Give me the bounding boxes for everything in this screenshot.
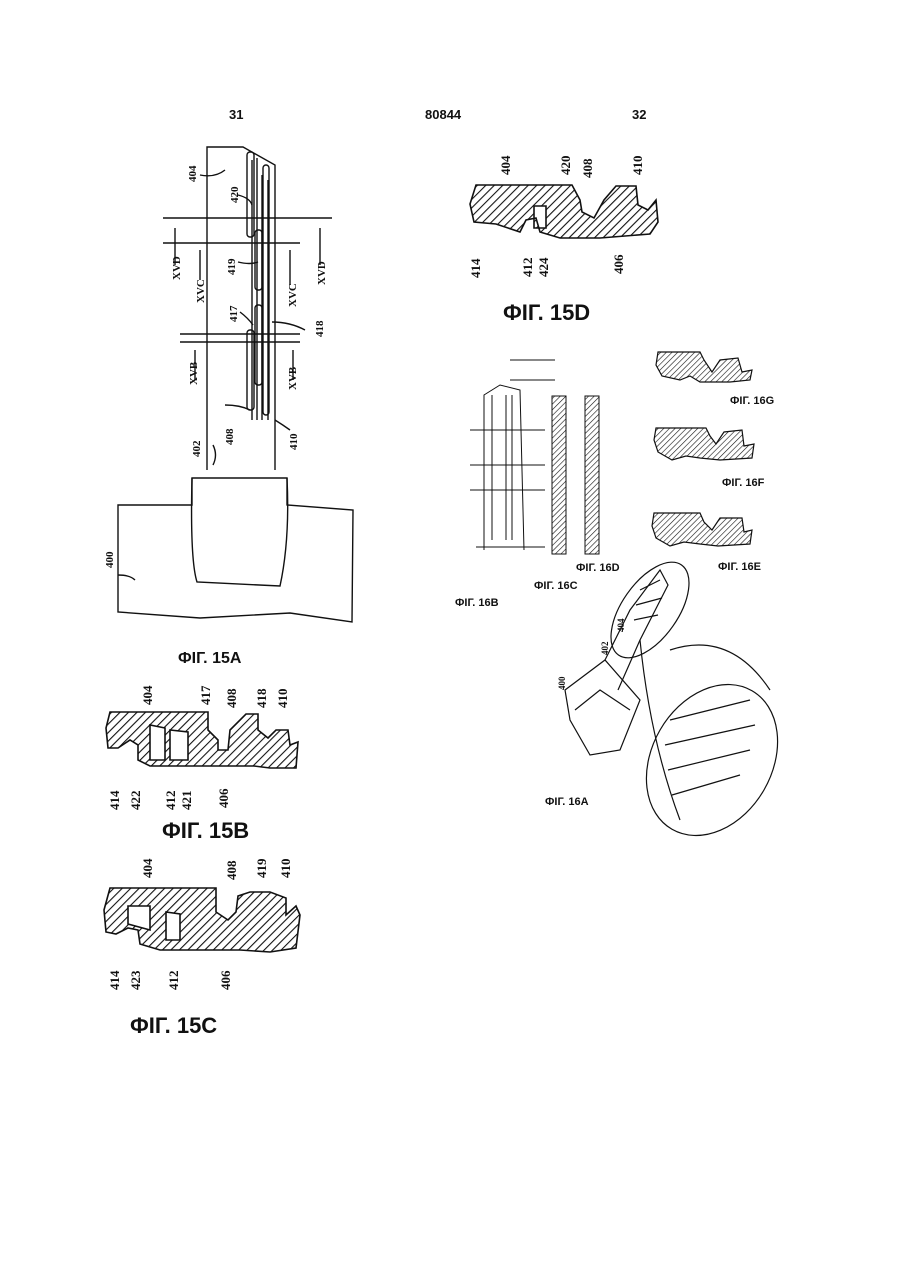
ref-414: 414 — [107, 970, 122, 990]
section-xvc-left: XVC — [195, 279, 207, 303]
ref-410: 410 — [278, 859, 293, 879]
caption-fig-15b: ФIГ. 15B — [162, 818, 249, 844]
caption-fig-16a: ФIГ. 16A — [545, 796, 589, 808]
ref-414: 414 — [107, 790, 122, 810]
ref-418: 418 — [314, 320, 326, 337]
section-xvd-left: XVD — [171, 256, 183, 280]
section-xvd-right: XVD — [316, 261, 328, 285]
ref-408: 408 — [580, 158, 595, 178]
ref-410: 410 — [275, 689, 290, 709]
section-xvb-left: XVB — [188, 361, 200, 385]
ref-418: 418 — [254, 688, 269, 708]
ref-410: 410 — [288, 433, 300, 450]
ref-408: 408 — [224, 428, 236, 445]
ref-402: 402 — [191, 440, 203, 457]
caption-fig-16b: ФIГ. 16B — [455, 597, 499, 609]
caption-fig-16f: ФIГ. 16F — [722, 477, 764, 489]
ref-412: 412 — [520, 258, 535, 278]
caption-fig-16g: ФIГ. 16G — [730, 395, 774, 407]
caption-fig-15d: ФIГ. 15D — [503, 300, 590, 326]
caption-fig-16d: ФIГ. 16D — [576, 562, 620, 574]
ref-412: 412 — [166, 971, 181, 991]
fig-16d-strip — [585, 396, 599, 554]
ref-421: 421 — [179, 791, 194, 811]
ref-408: 408 — [224, 860, 239, 880]
ref-408: 408 — [224, 688, 239, 708]
fig-15c-profile — [104, 888, 300, 952]
fig-16c-strip — [552, 396, 566, 554]
section-xvb-right: XVB — [287, 366, 299, 390]
ref-423: 423 — [128, 970, 143, 990]
ref-412: 412 — [163, 791, 178, 811]
ref-410: 410 — [630, 156, 645, 176]
ref-424: 424 — [536, 257, 551, 277]
ref-400: 400 — [104, 551, 116, 568]
ref-400: 400 — [557, 676, 567, 690]
ref-417: 417 — [228, 305, 240, 322]
caption-fig-16c: ФIГ. 16C — [534, 580, 578, 592]
ref-419: 419 — [254, 858, 269, 878]
fig-16a-drawing — [565, 549, 804, 859]
fig-16f-profile — [654, 428, 754, 460]
caption-fig-16e: ФIГ. 16E — [718, 561, 761, 573]
ref-406: 406 — [218, 970, 233, 990]
ref-420: 420 — [558, 156, 573, 176]
ref-406: 406 — [611, 254, 626, 274]
fig-16b-drawing — [470, 360, 555, 550]
ref-417: 417 — [198, 685, 213, 705]
ref-404: 404 — [140, 685, 155, 705]
caption-fig-15a: ФIГ. 15A — [178, 650, 241, 668]
ref-422: 422 — [128, 791, 143, 811]
ref-406: 406 — [216, 788, 231, 808]
caption-fig-15c: ФIГ. 15C — [130, 1013, 217, 1039]
fig-15a-drawing — [118, 147, 353, 622]
ref-404: 404 — [187, 165, 199, 182]
fig-16g-profile — [656, 352, 752, 382]
ref-404: 404 — [140, 858, 155, 878]
section-xvc-right: XVC — [287, 283, 299, 307]
ref-414: 414 — [468, 258, 483, 278]
ref-420: 420 — [229, 186, 241, 203]
ref-419: 419 — [226, 258, 238, 275]
ref-404: 404 — [498, 155, 513, 175]
ref-402: 402 — [600, 641, 610, 655]
fig-15d-profile — [470, 185, 658, 238]
ref-404: 404 — [616, 618, 626, 632]
fig-16e-profile — [652, 513, 752, 546]
fig-15b-profile — [106, 712, 298, 768]
